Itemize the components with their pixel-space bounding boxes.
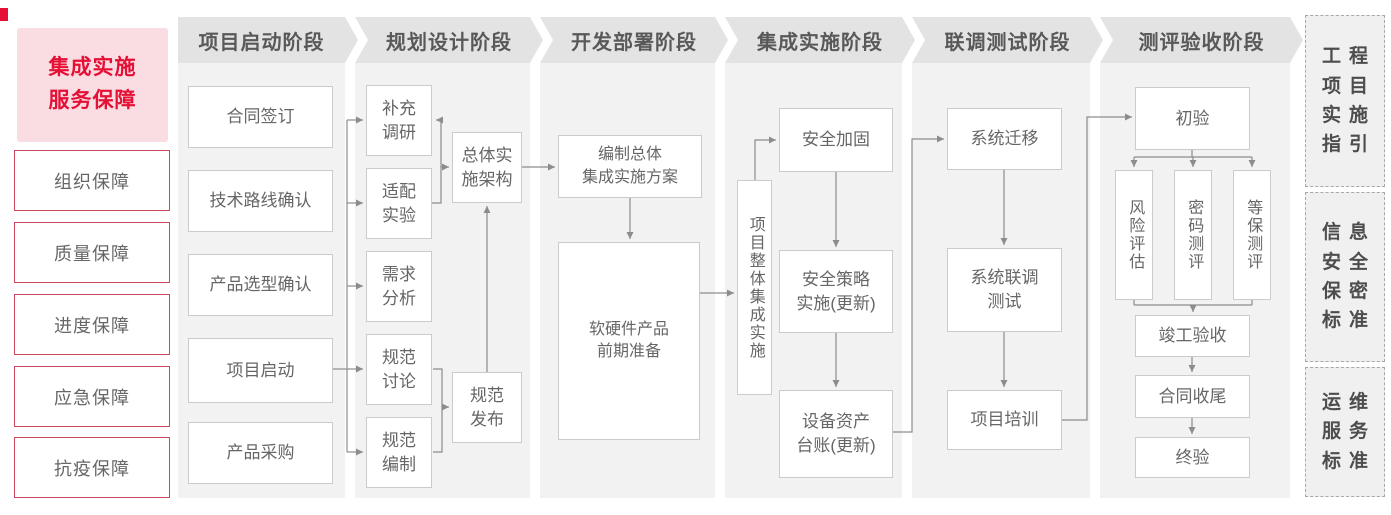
phase-header-label: 项目启动阶段 [198,31,325,54]
node-overall-implementation-architecture: 总体实施架构 [452,132,522,203]
sidebar-title-line1: 集成实施 [48,56,137,80]
guarantee-label: 应急保障 [54,387,130,408]
phase-header-label: 集成实施阶段 [757,31,883,54]
node-adaptation-experiment: 适配实验 [366,168,432,239]
phase-header-development: 开发部署阶段 [540,17,728,63]
red-corner-mark [0,8,8,21]
node-tech-route-confirm: 技术路线确认 [188,170,333,232]
phase-header-label: 规划设计阶段 [386,31,512,54]
node-software-hardware-preparation: 软硬件产品前期准备 [558,242,700,440]
node-completion-acceptance: 竣工验收 [1135,315,1250,357]
phase-header-label: 联调测试阶段 [944,31,1071,54]
guarantee-item-organization: 组织保障 [14,150,170,211]
standard-panel-engineering-guide: 工程项目实施指引 [1305,15,1385,187]
phase-header-label: 测评验收阶段 [1138,31,1265,54]
node-requirement-analysis: 需求分析 [366,251,432,322]
phase-header-acceptance: 测评验收阶段 [1100,17,1303,63]
node-equipment-asset-ledger: 设备资产台账(更新) [779,390,893,478]
node-classified-protection-evaluation: 等保测评 [1233,170,1271,300]
standard-panel-ops-service: 运维服务标准 [1305,367,1385,497]
sidebar-title-line2: 服务保障 [48,89,137,112]
guarantee-item-quality: 质量保障 [14,222,170,283]
standard-panel-infosec-confidentiality: 信息安全保密标准 [1305,192,1385,362]
node-supplementary-research: 补充调研 [366,85,432,156]
guarantee-item-schedule: 进度保障 [14,294,170,355]
guarantee-label: 质量保障 [54,243,130,264]
node-system-joint-debug-test: 系统联调测试 [947,248,1062,332]
phase-header-integration: 集成实施阶段 [725,17,915,63]
phase-header-planning: 规划设计阶段 [355,17,543,63]
node-security-hardening: 安全加固 [779,108,893,172]
node-product-selection-confirm: 产品选型确认 [188,254,333,316]
node-project-overall-integration: 项目整体集成实施 [737,180,772,395]
standard-panel-text: 工程项目实施指引 [1322,46,1368,156]
phase-header-testing: 联调测试阶段 [912,17,1103,63]
node-system-migration: 系统迁移 [947,108,1062,170]
guarantee-label: 组织保障 [54,171,130,192]
guarantee-item-emergency: 应急保障 [14,366,170,427]
node-spec-release: 规范发布 [452,372,522,443]
phase-header-kickoff: 项目启动阶段 [178,17,358,63]
node-final-acceptance: 终验 [1135,437,1250,478]
node-security-policy-implementation: 安全策略实施(更新) [779,250,893,333]
node-crypto-evaluation: 密码测评 [1174,170,1212,300]
node-risk-assessment: 风险评估 [1115,170,1153,300]
node-project-kickoff: 项目启动 [188,338,333,403]
standard-panel-text: 信息安全保密标准 [1322,222,1368,332]
guarantee-item-epidemic: 抗疫保障 [14,437,170,498]
node-spec-compilation: 规范编制 [366,417,432,488]
node-compile-overall-integration-plan: 编制总体集成实施方案 [558,135,702,198]
sidebar-title: 集成实施 服务保障 [17,28,168,142]
node-initial-acceptance: 初验 [1135,87,1250,150]
node-project-training: 项目培训 [947,390,1062,450]
node-contract-closure: 合同收尾 [1135,375,1250,418]
node-contract-signing: 合同签订 [188,86,333,148]
node-spec-discussion: 规范讨论 [366,334,432,405]
guarantee-label: 进度保障 [54,315,130,336]
standard-panel-text: 运维服务标准 [1322,391,1368,472]
guarantee-label: 抗疫保障 [54,458,130,479]
node-product-procurement: 产品采购 [188,422,333,484]
phase-header-label: 开发部署阶段 [571,31,697,54]
